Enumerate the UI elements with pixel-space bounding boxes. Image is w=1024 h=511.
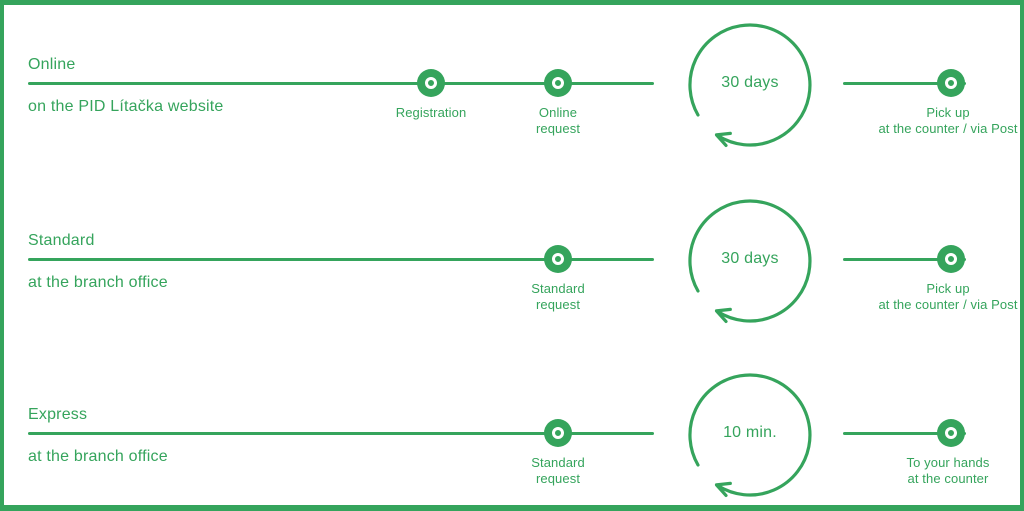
duration-text: 10 min.	[723, 424, 777, 441]
duration-text: 30 days	[721, 74, 779, 91]
result-line	[843, 258, 966, 261]
step-node	[544, 69, 572, 97]
result-node	[937, 419, 965, 447]
step-node	[417, 69, 445, 97]
step-node	[544, 245, 572, 273]
processing-time-clock-icon	[688, 373, 812, 497]
step-label: Standard request	[531, 455, 585, 486]
timeline-line	[28, 258, 654, 261]
result-label: Pick up at the counter / via Post	[878, 105, 1018, 136]
timeline-line	[28, 432, 654, 435]
step-node	[544, 419, 572, 447]
timeline-line	[28, 82, 654, 85]
row-subtitle: on the PID Lítačka website	[28, 98, 224, 115]
processing-time-clock-icon	[688, 199, 812, 323]
step-label: Standard request	[531, 281, 585, 312]
processing-time-clock-icon	[688, 23, 812, 147]
result-label: To your hands at the counter	[906, 455, 990, 486]
row-subtitle: at the branch office	[28, 274, 168, 291]
result-node	[937, 69, 965, 97]
result-node	[937, 245, 965, 273]
step-label: Registration	[395, 105, 467, 120]
row-title: Express	[28, 406, 88, 423]
duration-text: 30 days	[721, 250, 779, 267]
step-label: Online request	[535, 105, 581, 136]
row-title: Online	[28, 56, 76, 73]
result-line	[843, 432, 966, 435]
row-subtitle: at the branch office	[28, 448, 168, 465]
result-label: Pick up at the counter / via Post	[878, 281, 1018, 312]
result-line	[843, 82, 966, 85]
row-title: Standard	[28, 232, 95, 249]
